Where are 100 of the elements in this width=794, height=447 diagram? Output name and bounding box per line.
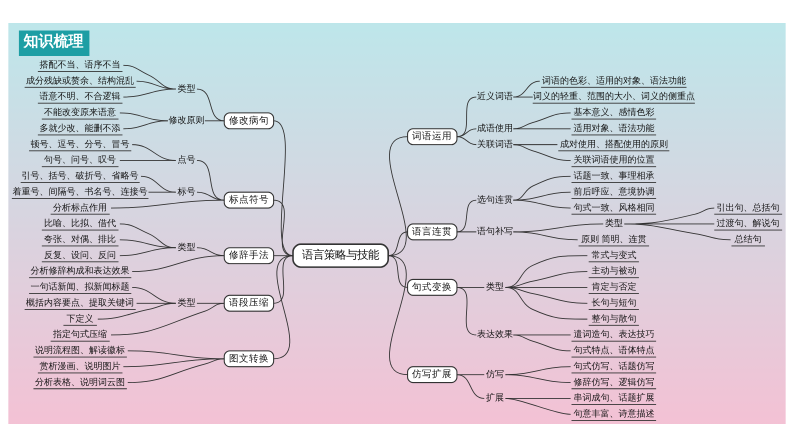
node-text: 整句与散句 bbox=[591, 314, 636, 324]
node-text: 比喻、比拟、借代 bbox=[44, 219, 116, 230]
connector bbox=[456, 128, 477, 138]
node-text: 赏析漫画、说明图片 bbox=[40, 362, 121, 372]
connector bbox=[204, 120, 225, 122]
node-text: 点号 bbox=[177, 156, 196, 166]
node-text: 反复、设问、反问 bbox=[44, 250, 116, 261]
node-text: 分析修辞构成和表达效果 bbox=[30, 266, 130, 277]
node-text: 顿号、逗号、分号、冒号 bbox=[30, 140, 130, 150]
connector bbox=[273, 200, 294, 256]
connector bbox=[512, 231, 578, 240]
connector bbox=[456, 286, 477, 336]
connector bbox=[512, 80, 540, 98]
connector bbox=[132, 255, 225, 272]
connector bbox=[122, 88, 176, 98]
node-text: 近义词语 bbox=[476, 92, 513, 102]
connector bbox=[504, 286, 588, 320]
node-text: 表达效果 bbox=[476, 330, 513, 340]
connector bbox=[119, 160, 176, 161]
connector bbox=[273, 255, 294, 360]
connector bbox=[119, 239, 176, 248]
node-text: 一句话新闻、拟新闻标题 bbox=[30, 282, 130, 293]
connector bbox=[388, 136, 408, 256]
node-text: 词义的轻重、范围的大小、词义的侧重点 bbox=[532, 92, 695, 102]
node-text: 修辞仿写、逻辑仿写 bbox=[573, 378, 654, 388]
node-text: 选句连贯 bbox=[476, 195, 513, 206]
node-box: 标点符号 bbox=[224, 192, 274, 209]
node-text: 词语的色彩、适用的对象、语法功能 bbox=[542, 76, 686, 86]
connector bbox=[512, 144, 558, 146]
node-text: 说明流程图、解读徽标 bbox=[35, 346, 126, 356]
node-text: 总结句 bbox=[734, 235, 762, 246]
connector bbox=[110, 200, 225, 209]
node-text: 常式与变式 bbox=[591, 250, 636, 261]
node-box: 图文转换 bbox=[224, 350, 274, 368]
node-text: 主动与被动 bbox=[591, 266, 636, 277]
connector bbox=[388, 231, 408, 256]
connector bbox=[456, 136, 477, 146]
node-text: 串词成句、话题扩展 bbox=[573, 394, 654, 404]
node-text: 语句补写 bbox=[476, 227, 513, 238]
node-text: 类型 bbox=[486, 282, 504, 293]
connector bbox=[512, 334, 572, 352]
node-text: 话题一致、事理相承 bbox=[573, 172, 654, 182]
node-text: 遣词造句、表达技巧 bbox=[573, 330, 654, 340]
connector bbox=[127, 358, 225, 384]
connector bbox=[119, 247, 176, 256]
node-box: 修辞手法 bbox=[224, 247, 274, 264]
connector bbox=[273, 120, 294, 256]
node-text: 关联词语 bbox=[476, 140, 513, 150]
node-box: 仿写扩展 bbox=[407, 366, 458, 384]
node-text: 引出句、总括句 bbox=[716, 203, 780, 214]
node-text: 肯定与否定 bbox=[591, 282, 636, 293]
node-text: 概括内容要点、提取关键词 bbox=[26, 298, 134, 308]
connector bbox=[456, 374, 485, 399]
connector bbox=[140, 176, 176, 193]
node-text: 长句与短句 bbox=[591, 298, 636, 308]
node-text: 下定义 bbox=[66, 314, 94, 324]
connector bbox=[512, 128, 572, 130]
node-text: 基本意义、感情色彩 bbox=[573, 108, 654, 118]
node-text: 夸张、对偶、排比 bbox=[44, 235, 116, 246]
connector bbox=[504, 398, 572, 415]
connector bbox=[512, 176, 572, 201]
connector bbox=[512, 112, 572, 130]
node-box: 语言策略与技能 bbox=[292, 243, 389, 268]
node-text: 适用对象、语法功能 bbox=[573, 124, 654, 134]
node-text: 句意丰富、诗意描述 bbox=[573, 410, 654, 420]
connector bbox=[122, 120, 168, 130]
node-box: 修改病句 bbox=[224, 112, 274, 130]
node-text: 分析表格、说明词云图 bbox=[35, 378, 126, 388]
node-text: 引号、括号、破折号、省略号 bbox=[22, 172, 139, 182]
node-text: 前后呼应、意境协调 bbox=[573, 187, 654, 198]
connector bbox=[456, 200, 477, 232]
connector bbox=[110, 302, 225, 336]
node-text: 关联词语使用的位置 bbox=[573, 156, 654, 166]
connector bbox=[122, 64, 176, 90]
connector bbox=[119, 224, 176, 248]
node-text: 搭配不当、语序不当 bbox=[40, 60, 121, 71]
connector bbox=[273, 255, 294, 304]
node-box: 语段压缩 bbox=[224, 294, 274, 312]
node-text: 类型 bbox=[604, 219, 623, 230]
connector bbox=[132, 286, 176, 304]
node-text: 指定句式压缩 bbox=[53, 330, 108, 340]
node-text: 句式一致、风格相同 bbox=[573, 203, 654, 214]
connector bbox=[388, 255, 408, 376]
connector bbox=[136, 80, 176, 90]
connector bbox=[196, 88, 225, 122]
connector bbox=[512, 96, 534, 98]
connector bbox=[456, 374, 485, 376]
node-text: 句式特点、语体特点 bbox=[573, 346, 654, 356]
node-text: 修改原则 bbox=[168, 116, 204, 126]
node-text: 类型 bbox=[177, 298, 196, 308]
node-text: 仿写 bbox=[486, 370, 504, 380]
node-text: 扩展 bbox=[486, 394, 504, 404]
node-text: 语意不明、不合逻辑 bbox=[40, 92, 121, 102]
connector bbox=[196, 247, 225, 256]
node-text: 多就少改、能删不添 bbox=[40, 124, 121, 134]
connector bbox=[624, 224, 732, 240]
connector bbox=[512, 192, 572, 201]
node-box: 词语运用 bbox=[407, 128, 458, 146]
node-box: 语言连贯 bbox=[407, 223, 458, 240]
connector bbox=[512, 144, 572, 161]
